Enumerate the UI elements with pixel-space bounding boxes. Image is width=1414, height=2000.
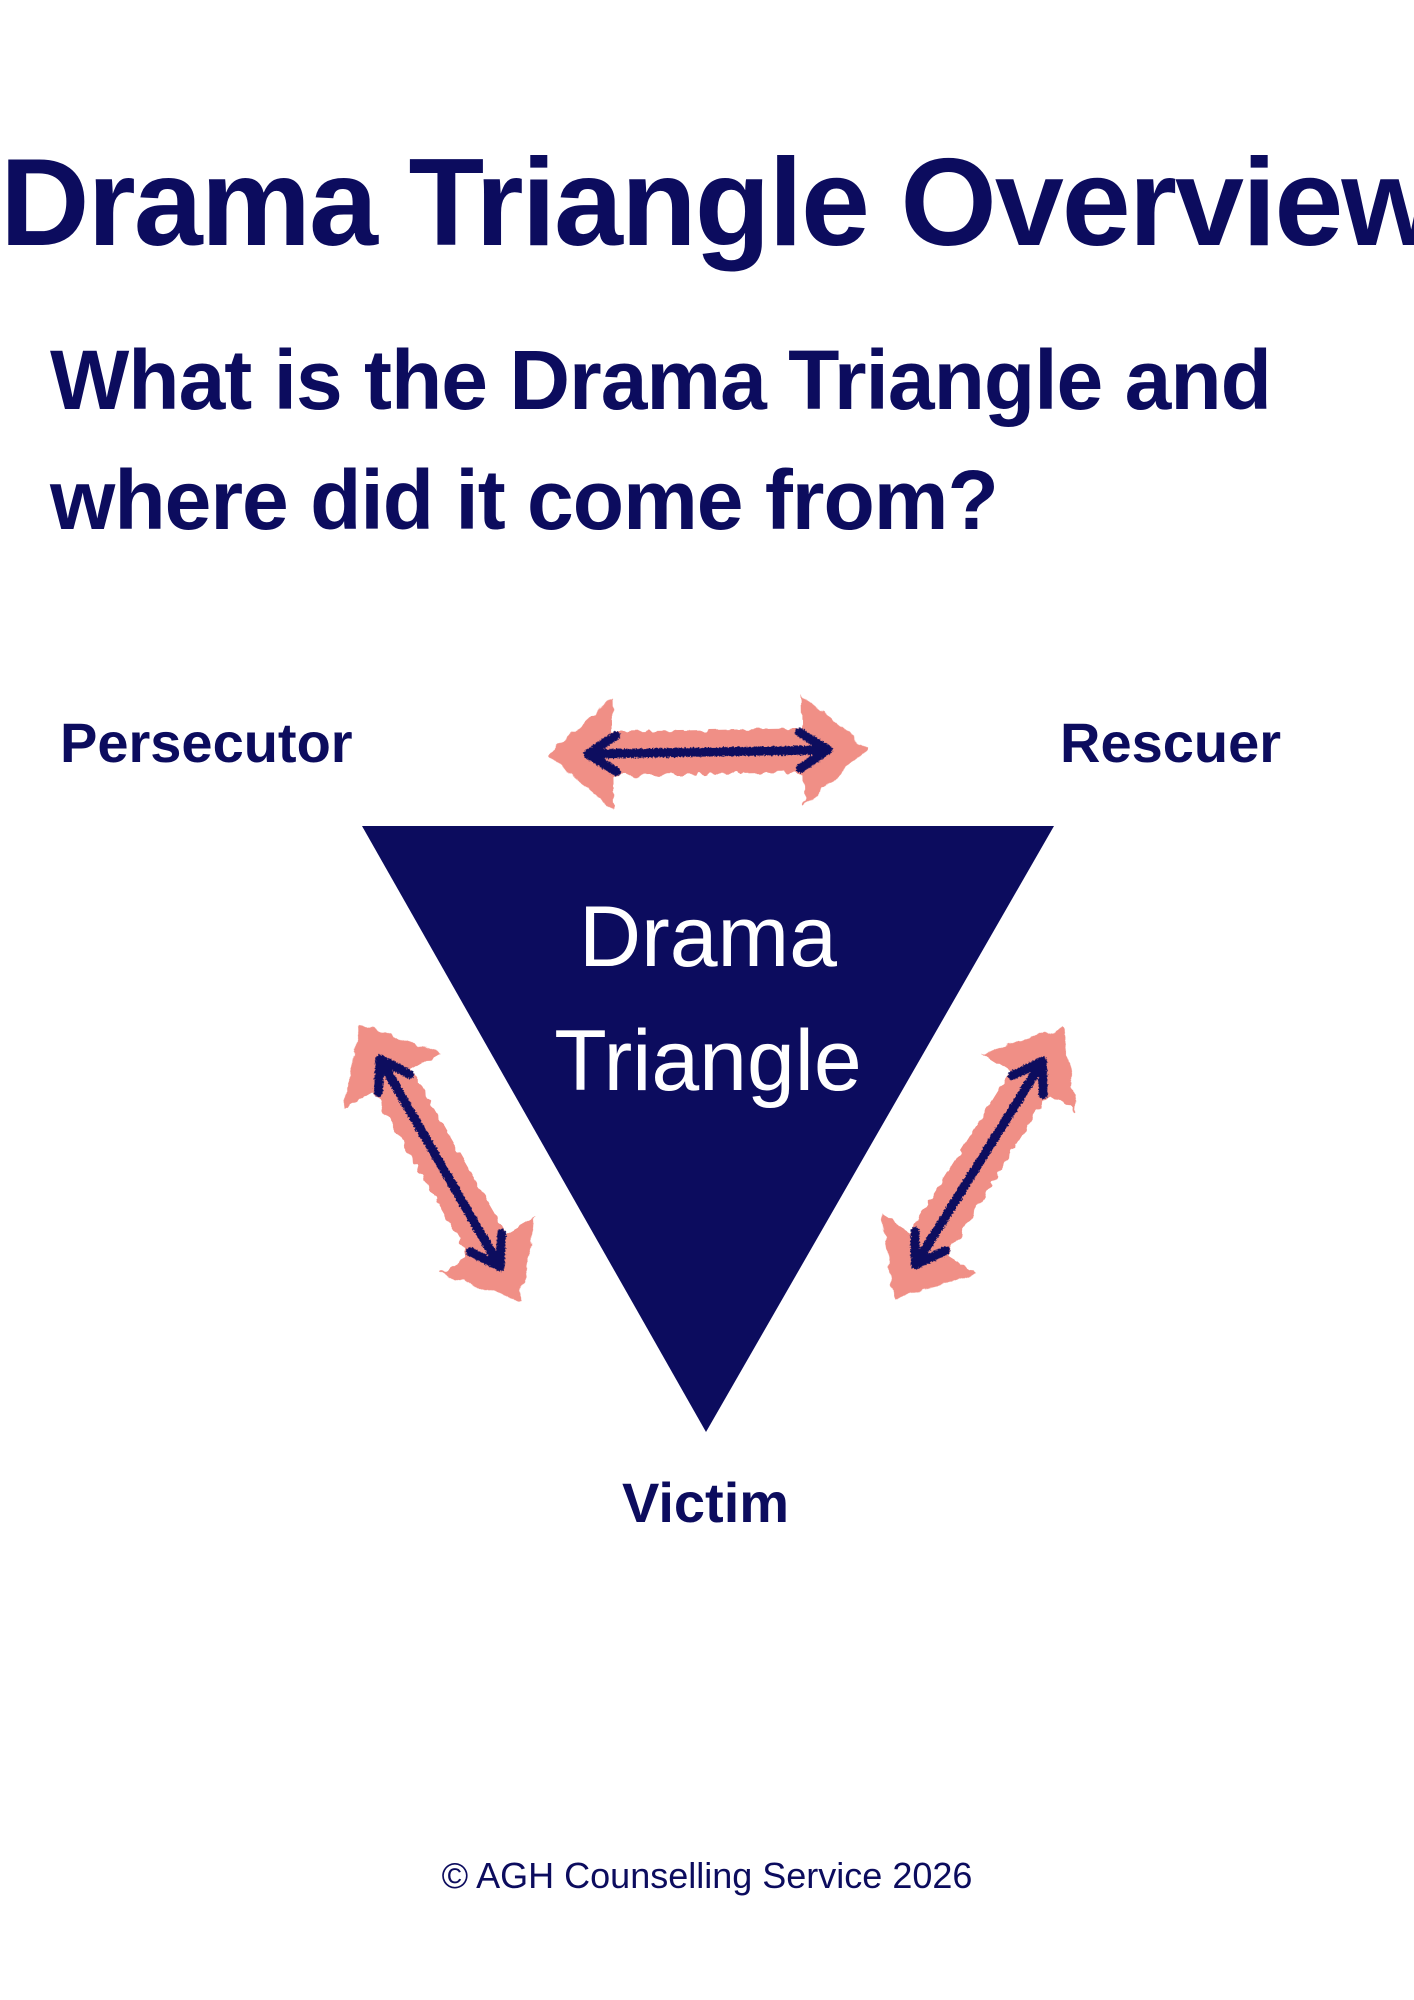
role-label-rescuer: Rescuer [1060, 711, 1282, 774]
page-title: Drama Triangle Overview [0, 134, 1414, 272]
triangle-label-line2: Triangle [554, 1013, 862, 1109]
double-arrow-icon-left [344, 1024, 536, 1302]
double-arrow-icon-right [881, 1027, 1077, 1299]
triangle-label-line1: Drama [579, 889, 837, 985]
role-label-persecutor: Persecutor [60, 711, 353, 774]
double-arrow-icon-top [548, 694, 868, 810]
triangle-shape [362, 826, 1054, 1432]
role-label-victim: Victim [622, 1471, 790, 1534]
page-subtitle: What is the Drama Triangle and where did… [50, 333, 1272, 547]
footer-copyright: © AGH Counselling Service 2026 [441, 1855, 973, 1896]
